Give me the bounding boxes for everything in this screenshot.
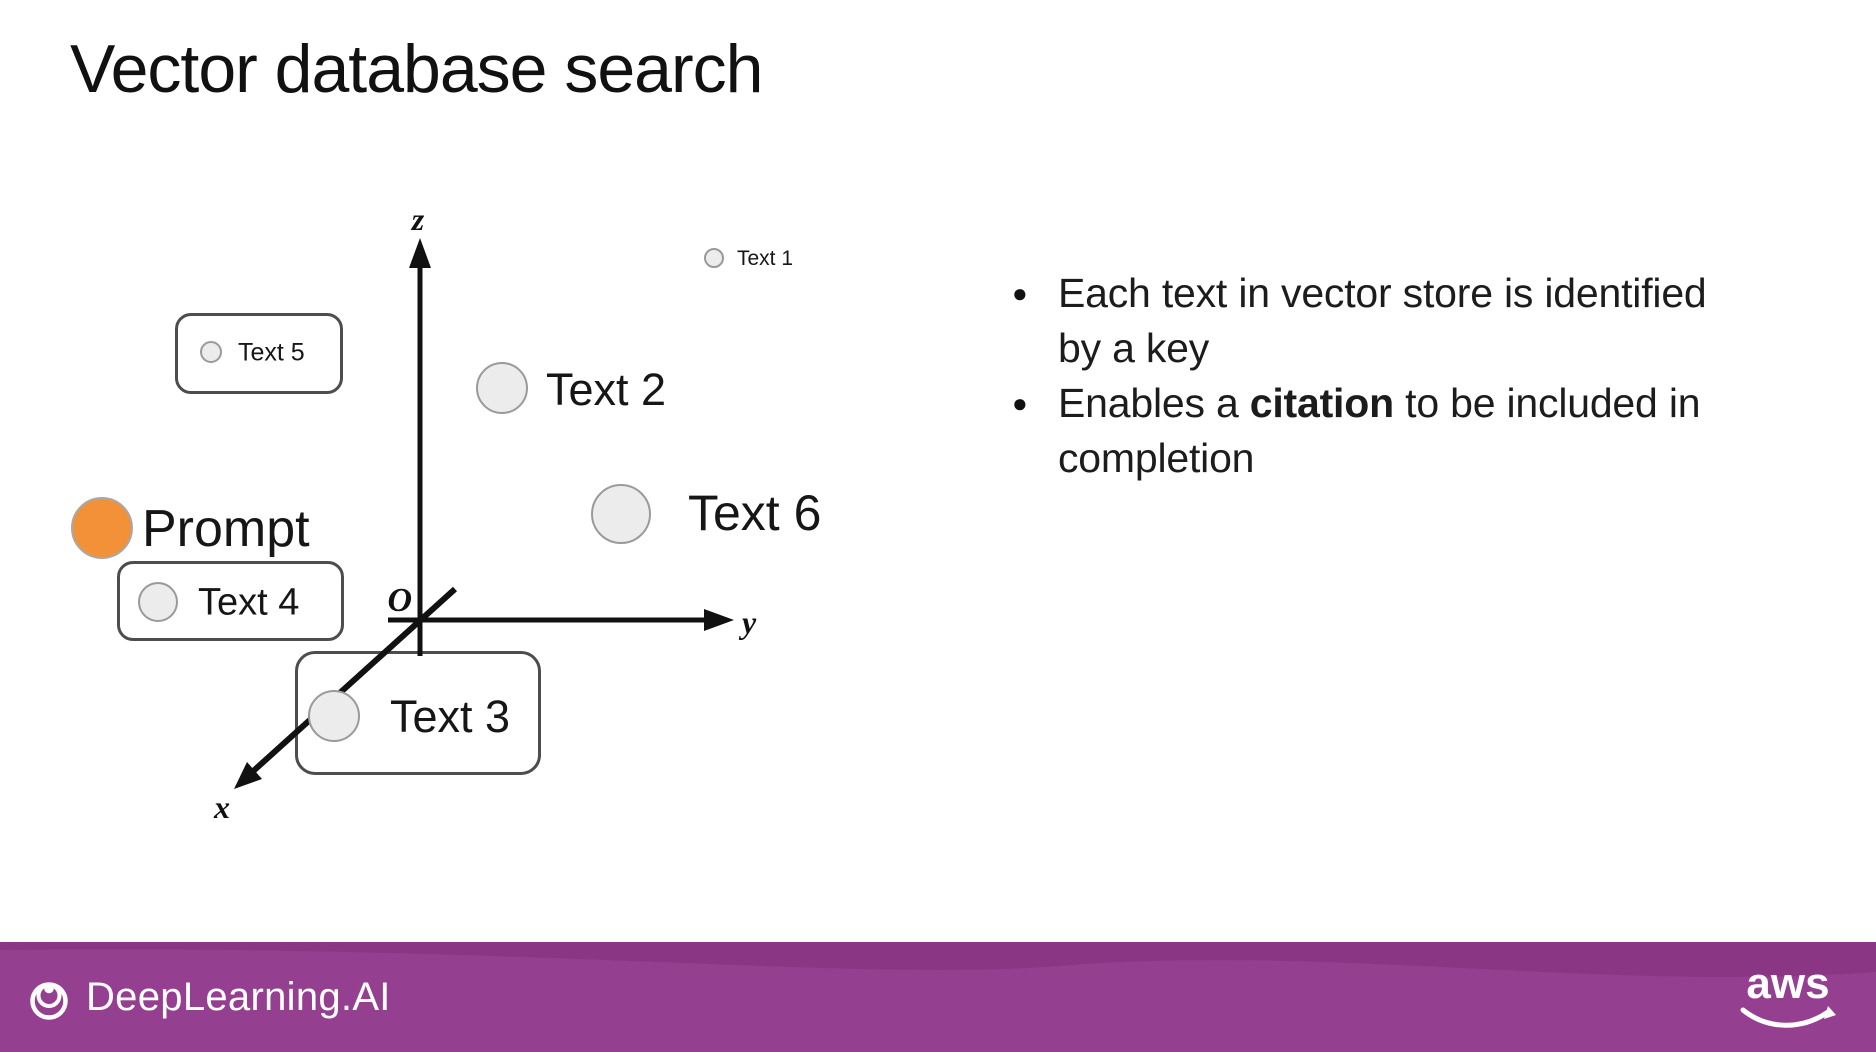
text2-label: Text 2 (546, 364, 667, 415)
x-axis-label: x (213, 789, 230, 825)
deeplearning-logo-text: DeepLearning.AI (86, 974, 391, 1019)
bullet2-pre: Enables a (1058, 380, 1250, 426)
bullet-text-1: Each text in vector store is identified … (1058, 270, 1707, 371)
text6-point (591, 484, 651, 544)
page-title: Vector database search (70, 31, 763, 107)
x-axis-arrowhead (234, 762, 262, 789)
bullet-item-2: ● Enables a citation to be included in c… (1012, 376, 1712, 486)
bullet-dot: ● (1012, 388, 1028, 418)
text1-label: Text 1 (737, 247, 794, 270)
text4-label: Text 4 (198, 581, 300, 624)
bullet-list: ● Each text in vector store is identifie… (1012, 266, 1712, 486)
footer-wave (0, 942, 1876, 977)
deeplearning-logo-icon (30, 982, 68, 1020)
aws-smile-icon (1740, 1006, 1836, 1028)
prompt-point (71, 497, 133, 559)
text3-point (308, 690, 360, 742)
text6-label: Text 6 (688, 485, 822, 541)
text2-point (476, 362, 528, 414)
bullet-item-1: ● Each text in vector store is identifie… (1012, 266, 1712, 376)
deeplearning-logo: DeepLearning.AI (20, 942, 391, 1052)
y-axis-label: y (738, 604, 757, 640)
bullet-text-2: Enables a citation to be included in com… (1058, 376, 1712, 486)
text5-point (200, 341, 222, 363)
aws-logo-text: aws (1746, 959, 1830, 1008)
text5-label: Text 5 (238, 338, 305, 367)
z-axis-arrowhead (409, 238, 431, 268)
z-axis-label: z (411, 201, 425, 237)
footer-bar: DeepLearning.AI aws (0, 942, 1876, 1052)
bullet2-keyword: citation (1249, 380, 1394, 426)
bullet-dot: ● (1012, 278, 1028, 308)
text4-point (138, 582, 178, 622)
text1-point (704, 248, 724, 268)
y-axis-arrowhead (704, 609, 734, 631)
bullet2-post: to be included in completion (1058, 380, 1701, 481)
aws-logo: aws (1740, 962, 1836, 1039)
text5-box (175, 313, 343, 394)
prompt-label: Prompt (142, 500, 310, 558)
text3-label: Text 3 (390, 691, 511, 742)
origin-label: O (387, 582, 412, 619)
